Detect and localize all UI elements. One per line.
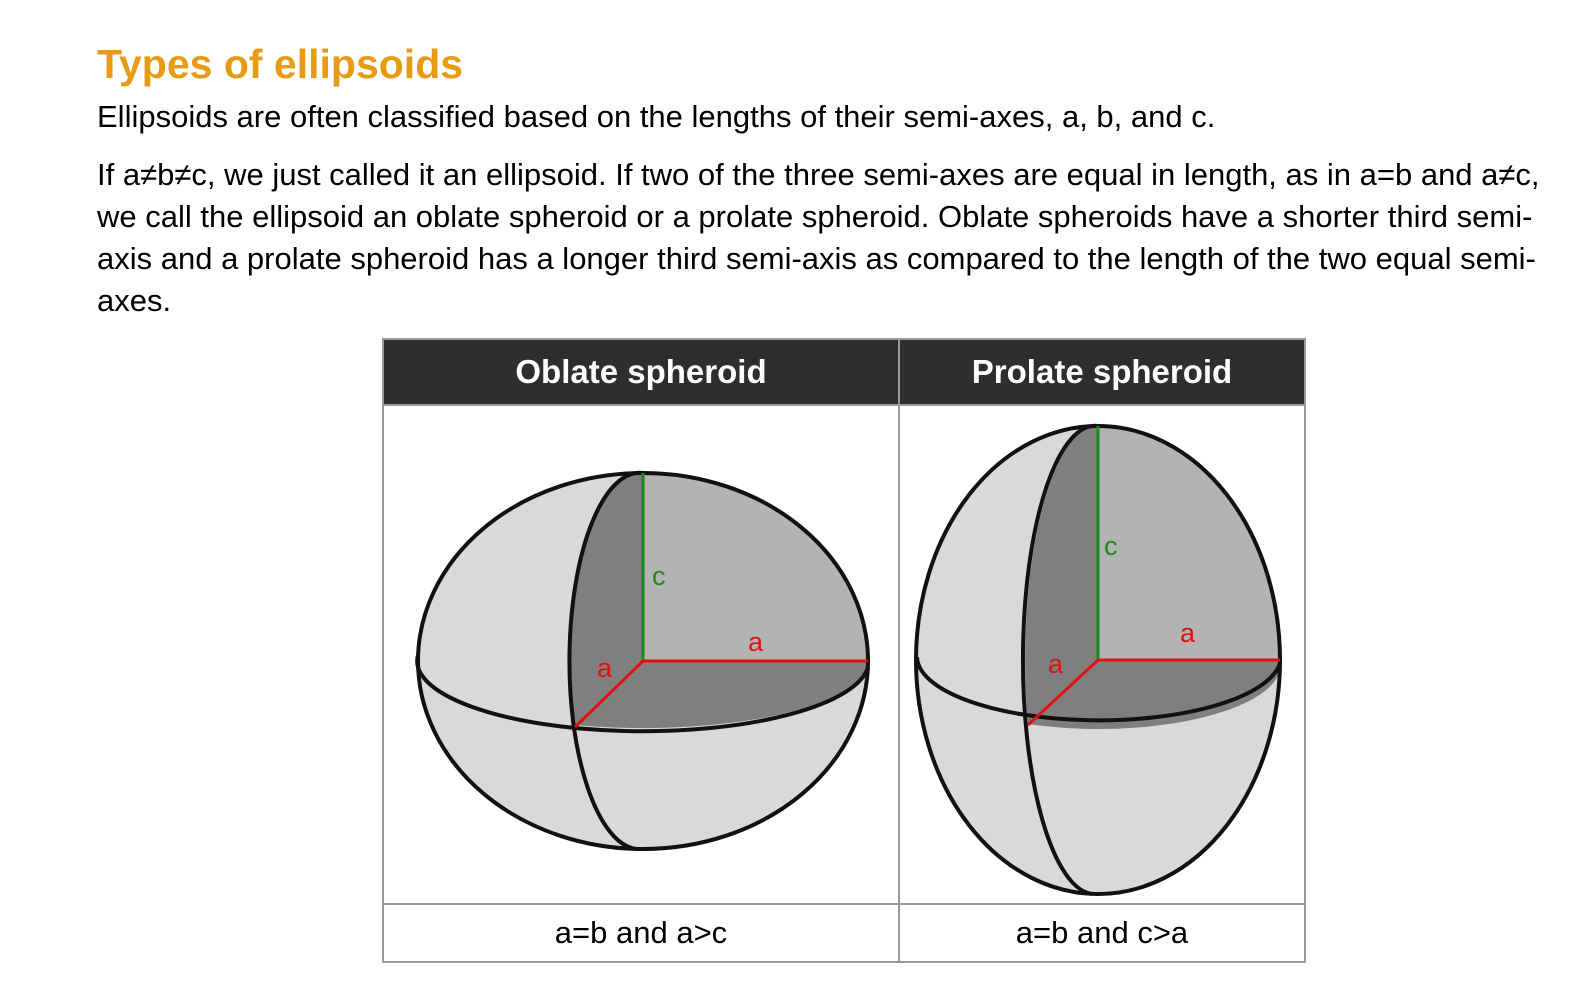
oblate-equator bbox=[415, 654, 870, 734]
table-caption-row: a=b and a>c a=b and c>a bbox=[382, 903, 1306, 963]
oblate-cut-face-bottom bbox=[575, 661, 869, 729]
oblate-spheroid-diagram: c a a bbox=[415, 470, 870, 851]
prolate-diagram-cell: c a a bbox=[898, 404, 1306, 905]
prolate-cut-face-bottom bbox=[1028, 660, 1281, 730]
oblate-label-a-horizontal: a bbox=[748, 627, 764, 657]
table-image-row: c a a c a bbox=[382, 404, 1306, 905]
intro-text: Ellipsoids are often classified based on… bbox=[97, 99, 1216, 134]
prolate-label-a-diagonal: a bbox=[1048, 649, 1064, 679]
spheroid-table: Oblate spheroid Prolate spheroid bbox=[382, 338, 1306, 963]
header-prolate: Prolate spheroid bbox=[898, 338, 1306, 406]
prolate-cut-face-right bbox=[1098, 426, 1280, 660]
prolate-label-a-horizontal: a bbox=[1180, 618, 1196, 648]
page-title: Types of ellipsoids bbox=[97, 41, 464, 87]
table-header-row: Oblate spheroid Prolate spheroid bbox=[382, 338, 1306, 406]
prolate-meridian bbox=[1020, 423, 1099, 896]
caption-prolate: a=b and c>a bbox=[898, 903, 1306, 963]
oblate-cut-face-right bbox=[643, 473, 868, 661]
oblate-label-c: c bbox=[652, 561, 666, 591]
description-paragraph: If a≠b≠c, we just called it an ellipsoid… bbox=[97, 157, 1540, 318]
prolate-axis-a-diagonal bbox=[1026, 658, 1100, 727]
oblate-axis-a-diagonal bbox=[573, 659, 645, 729]
prolate-cut-face-left bbox=[1025, 425, 1098, 724]
caption-oblate: a=b and a>c bbox=[382, 903, 900, 963]
oblate-diagram-cell: c a a bbox=[382, 404, 900, 905]
prolate-spheroid-diagram: c a a bbox=[914, 423, 1282, 896]
oblate-label-a-diagonal: a bbox=[597, 653, 613, 683]
prolate-equator bbox=[915, 656, 1282, 723]
prolate-label-c: c bbox=[1104, 531, 1118, 561]
header-oblate: Oblate spheroid bbox=[382, 338, 900, 406]
oblate-meridian bbox=[567, 470, 644, 851]
